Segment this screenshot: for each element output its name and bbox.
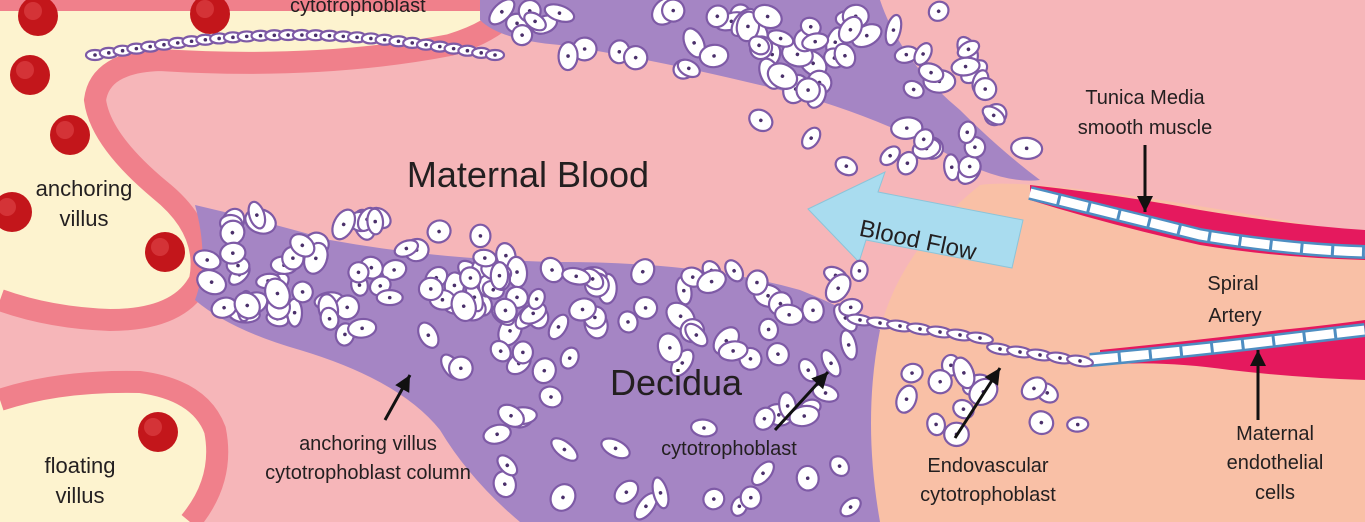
cytotrophoblast-cell — [1010, 137, 1042, 160]
cell-nucleus — [121, 49, 125, 53]
cell-nucleus — [135, 47, 139, 51]
label-endothelial-line1: Maternal — [1236, 423, 1314, 445]
cell-nucleus — [245, 35, 249, 39]
label-column-line1: anchoring villus — [299, 433, 437, 455]
cell-nucleus — [93, 53, 97, 57]
cell-nucleus — [148, 45, 152, 49]
cell-nucleus — [190, 39, 194, 43]
cell-nucleus — [355, 36, 359, 40]
cell-nucleus — [388, 296, 392, 300]
red-blood-cell-highlight — [144, 418, 162, 436]
red-blood-cell-highlight — [196, 0, 214, 18]
label-decidua: Decidua — [610, 362, 743, 403]
cell-nucleus — [314, 33, 318, 37]
cell-nucleus — [300, 33, 304, 37]
label-anchoring-villus-line2: villus — [60, 206, 109, 231]
cell-nucleus — [273, 33, 277, 37]
label-tunica-media-line1: Tunica Media — [1085, 87, 1205, 109]
cytotrophoblast-cell — [418, 277, 443, 301]
cell-nucleus — [397, 39, 401, 43]
label-spiral-artery-line1: Spiral — [1207, 273, 1258, 295]
label-floating-villus-line2: villus — [56, 483, 105, 508]
label-spiral-artery-line2: Artery — [1208, 305, 1261, 327]
cell-nucleus — [466, 49, 470, 53]
label-floating-villus-line1: floating — [45, 453, 116, 478]
cell-nucleus — [107, 51, 111, 55]
label-endovascular-line2: cytotrophoblast — [920, 484, 1056, 506]
cell-nucleus — [231, 36, 235, 40]
red-blood-cell-highlight — [151, 238, 169, 256]
cell-nucleus — [259, 34, 263, 38]
cytotrophoblast-cell — [633, 296, 658, 320]
cell-nucleus — [424, 43, 428, 47]
label-tunica-media-line2: smooth muscle — [1078, 117, 1213, 139]
label-maternal-blood: Maternal Blood — [407, 154, 649, 195]
cell-nucleus — [493, 53, 497, 57]
cell-nucleus — [176, 41, 180, 45]
label-top-cytotrophoblast: cytotrophoblast — [290, 0, 426, 17]
cell-nucleus — [438, 45, 442, 49]
red-blood-cell-highlight — [24, 2, 42, 20]
cytotrophoblast-cell — [740, 486, 762, 510]
cytotrophoblast-cell — [512, 341, 534, 364]
red-blood-cell-highlight — [56, 121, 74, 139]
cytotrophoblast-cell — [486, 50, 504, 60]
cell-nucleus — [383, 38, 387, 42]
cytotrophoblast-cell — [367, 208, 384, 235]
cell-nucleus — [341, 35, 345, 39]
cell-nucleus — [410, 41, 414, 45]
label-column-line2: cytotrophoblast column — [265, 462, 471, 484]
cell-nucleus — [328, 34, 332, 38]
cytotrophoblast-cell — [1067, 417, 1089, 432]
cell-nucleus — [369, 37, 373, 41]
cytotrophoblast-cell — [470, 225, 490, 248]
cell-nucleus — [479, 51, 483, 55]
label-endothelial-line2: endothelial — [1227, 452, 1324, 474]
label-cytotrophoblast: cytotrophoblast — [661, 438, 797, 460]
label-endovascular-line1: Endovascular — [927, 455, 1049, 477]
cell-nucleus — [452, 47, 456, 51]
cytotrophoblast-cell — [377, 290, 403, 305]
cell-nucleus — [162, 43, 166, 47]
cytotrophoblast-cell — [558, 42, 578, 71]
label-endothelial-line3: cells — [1255, 482, 1295, 504]
red-blood-cell-highlight — [16, 61, 34, 79]
label-anchoring-villus-line1: anchoring — [36, 176, 133, 201]
cell-nucleus — [204, 38, 208, 42]
cell-nucleus — [286, 33, 290, 37]
cytotrophoblast-cell — [491, 262, 509, 289]
cell-nucleus — [217, 37, 221, 41]
